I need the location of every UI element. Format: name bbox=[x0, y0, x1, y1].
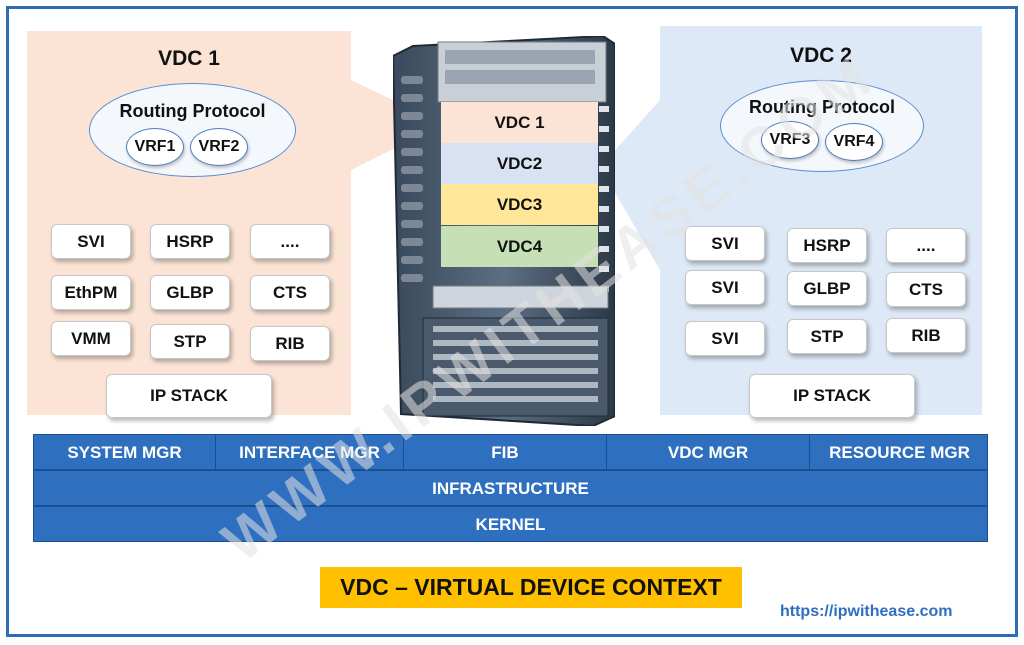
vdc1-vrf1: VRF1 bbox=[126, 128, 184, 166]
vdc1-glbp: GLBP bbox=[150, 275, 230, 310]
vdc1-ethpm: EthPM bbox=[51, 275, 131, 310]
vdc1-rib: RIB bbox=[250, 326, 330, 361]
interface-mgr-cell: INTERFACE MGR bbox=[216, 435, 404, 471]
vdc2-panel: VDC 2 Routing Protocol VRF3 VRF4 SVI HSR… bbox=[660, 26, 982, 418]
vdc2-routing-oval: Routing Protocol VRF3 VRF4 bbox=[720, 80, 924, 172]
services-row: SYSTEM MGR INTERFACE MGR FIB VDC MGR RES… bbox=[33, 434, 988, 471]
chassis-layer-vdc3: VDC3 bbox=[441, 184, 598, 225]
vdc2-rib: RIB bbox=[886, 318, 966, 353]
vdc1-hsrp: HSRP bbox=[150, 224, 230, 259]
vdc1-panel: VDC 1 Routing Protocol VRF1 VRF2 SVI HSR… bbox=[27, 31, 351, 418]
vdc1-stp: STP bbox=[150, 324, 230, 359]
vdc1-routing-oval: Routing Protocol VRF1 VRF2 bbox=[89, 83, 296, 177]
vdc1-routing-label: Routing Protocol bbox=[119, 101, 266, 121]
vdc-mgr-cell: VDC MGR bbox=[607, 435, 810, 471]
chassis-layer-vdc2: VDC2 bbox=[441, 143, 598, 184]
vdc2-svi-2: SVI bbox=[685, 270, 765, 305]
vdc2-routing-label: Routing Protocol bbox=[749, 97, 895, 117]
vdc1-ip-stack: IP STACK bbox=[106, 374, 272, 418]
vdc2-ip-stack: IP STACK bbox=[749, 374, 915, 418]
diagram-title: VDC – VIRTUAL DEVICE CONTEXT bbox=[320, 567, 742, 608]
vdc2-vrf3: VRF3 bbox=[761, 121, 819, 159]
vdc2-hsrp: HSRP bbox=[787, 228, 867, 263]
vdc1-svi: SVI bbox=[51, 224, 131, 259]
vdc2-cts: CTS bbox=[886, 272, 966, 307]
vdc2-callout bbox=[600, 100, 660, 270]
fib-cell: FIB bbox=[404, 435, 607, 471]
vdc1-cts: CTS bbox=[250, 275, 330, 310]
vdc2-svi-1: SVI bbox=[685, 226, 765, 261]
system-mgr-cell: SYSTEM MGR bbox=[34, 435, 216, 471]
chassis-layer-vdc4: VDC4 bbox=[441, 226, 598, 267]
resource-mgr-cell: RESOURCE MGR bbox=[829, 443, 970, 462]
platform-layers: SYSTEM MGR INTERFACE MGR FIB VDC MGR RES… bbox=[33, 434, 988, 542]
vdc1-title: VDC 1 bbox=[158, 47, 220, 70]
vdc1-more: .... bbox=[250, 224, 330, 259]
vdc2-more: .... bbox=[886, 228, 966, 263]
source-url: https://ipwithease.com bbox=[780, 603, 953, 620]
vdc2-svi-3: SVI bbox=[685, 321, 765, 356]
vdc1-vmm: VMM bbox=[51, 321, 131, 356]
vdc2-vrf4: VRF4 bbox=[825, 123, 883, 161]
vdc1-vrf2: VRF2 bbox=[190, 128, 248, 166]
chassis-layer-vdc1: VDC 1 bbox=[441, 102, 598, 143]
infrastructure-row: INFRASTRUCTURE bbox=[33, 470, 988, 506]
kernel-row: KERNEL bbox=[33, 506, 988, 542]
vdc2-stp: STP bbox=[787, 319, 867, 354]
vdc2-glbp: GLBP bbox=[787, 271, 867, 306]
vdc2-title: VDC 2 bbox=[790, 44, 852, 67]
